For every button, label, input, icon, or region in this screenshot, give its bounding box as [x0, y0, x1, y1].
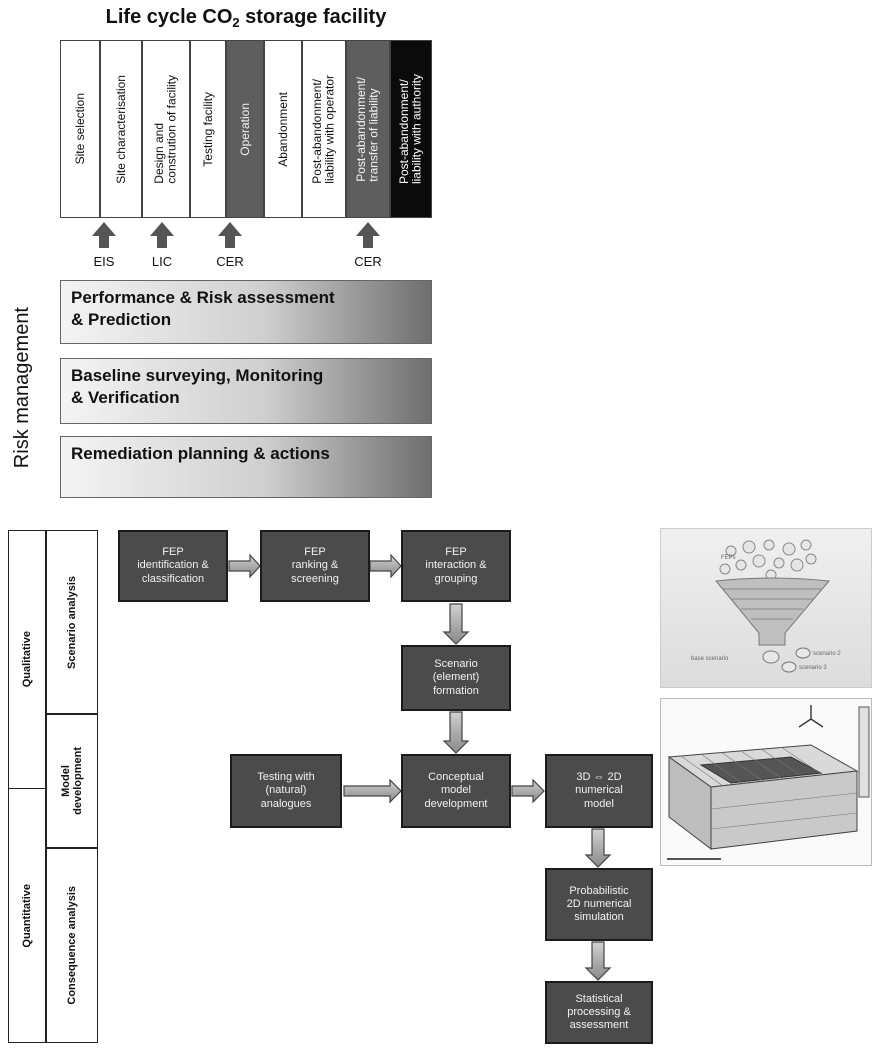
remediation-box: Remediation planning & actions: [60, 436, 432, 498]
phase-operation: Operation: [226, 40, 264, 218]
probabilistic-simulation-box: Probabilistic 2D numerical simulation: [545, 868, 653, 941]
conceptual-model-box: Conceptual model development: [401, 754, 511, 828]
phase-site-characterisation: Site characterisation: [100, 40, 142, 218]
fep-identification-box: FEP identification & classification: [118, 530, 228, 602]
funnel-scenario-label: scenario 2: [813, 651, 841, 657]
diagram-title: Life cycle CO2 storage facility: [60, 6, 432, 30]
arrow-right-icon: [228, 553, 261, 579]
arrow-down-icon: [584, 941, 612, 981]
statistical-processing-box: Statistical processing & assessment: [545, 981, 653, 1044]
consequence-analysis-cell: Consequence analysis: [46, 848, 98, 1043]
phase-abandonment: Abandonment: [264, 40, 302, 218]
funnel-scenario-label: base scenario: [691, 656, 729, 662]
fep-funnel-image: FEPs base scenario scenario 2 scenario 3: [660, 528, 872, 688]
funnel-top-label: FEPs: [721, 555, 736, 561]
phase-design-construction: Design and constrution of facility: [142, 40, 190, 218]
arrow-right-icon: [343, 778, 402, 804]
milestone-label: CER: [216, 254, 244, 269]
fep-ranking-box: FEP ranking & screening: [260, 530, 370, 602]
scenario-formation-box: Scenario (element) formation: [401, 645, 511, 711]
arrow-up-icon: [356, 222, 380, 236]
milestone-arrow-cer: [218, 222, 242, 248]
testing-analogues-box: Testing with (natural) analogues: [230, 754, 342, 828]
arrow-right-icon: [511, 778, 545, 804]
scenario-analysis-cell: Scenario analysis: [46, 530, 98, 714]
phase-site-selection: Site selection: [60, 40, 100, 218]
milestone-arrow-cer-2: [356, 222, 380, 248]
phase-testing-facility: Testing facility: [190, 40, 226, 218]
fep-interaction-box: FEP interaction & grouping: [401, 530, 511, 602]
arrow-up-icon: [150, 222, 174, 236]
arrow-down-icon: [442, 711, 470, 754]
arrow-up-icon: [218, 222, 242, 236]
arrow-right-icon: [369, 553, 402, 579]
title-prefix: Life cycle CO: [105, 6, 233, 28]
risk-assessment-box: Performance & Risk assessment & Predicti…: [60, 280, 432, 344]
3d-grid-icon: [667, 705, 870, 860]
numerical-model-box: 3D ⇔ 2D numerical model: [545, 754, 653, 828]
milestone-label: EIS: [93, 254, 115, 269]
title-subscript: 2: [232, 15, 240, 30]
qualitative-cell: Qualitative: [8, 530, 46, 788]
milestone-arrow-lic: [150, 222, 174, 248]
arrow-down-icon: [442, 603, 470, 645]
monitoring-box: Baseline surveying, Monitoring & Verific…: [60, 358, 432, 424]
milestone-label: CER: [354, 254, 382, 269]
arrow-down-icon: [584, 828, 612, 868]
funnel-icon: FEPs base scenario scenario 2 scenario 3: [691, 539, 841, 673]
arrow-up-icon: [92, 222, 116, 236]
milestone-arrow-eis: [92, 222, 116, 248]
model-development-cell: Model development: [46, 714, 98, 848]
3d-model-image: [660, 698, 872, 866]
phase-post-abandonment-transfer: Post-abandonment/ transfer of liability: [346, 40, 390, 218]
funnel-scenario-label: scenario 3: [799, 665, 827, 671]
quantitative-cell: Quantitative: [8, 788, 46, 1043]
phase-post-abandonment-authority: Post-abandonment/ liability with authori…: [390, 40, 432, 218]
title-suffix: storage facility: [239, 6, 387, 28]
milestone-label: LIC: [151, 254, 173, 269]
phase-post-abandonment-operator: Post-abandonment/ liability with operato…: [302, 40, 346, 218]
